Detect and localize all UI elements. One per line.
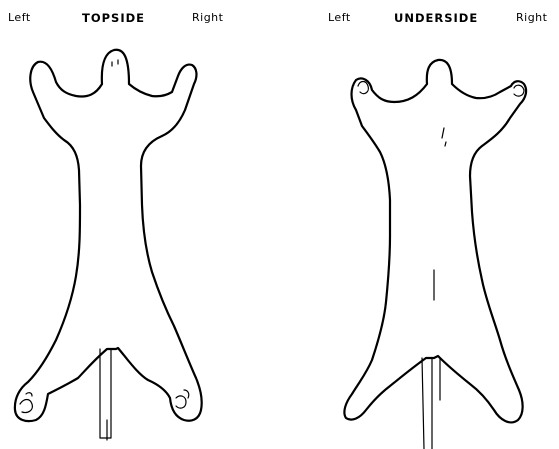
underside-chest-mark — [442, 128, 446, 146]
topside-left-paw — [20, 393, 32, 413]
underside-pelt — [344, 60, 526, 449]
topside-tail — [100, 349, 111, 438]
underside-body-outline — [344, 60, 526, 422]
topside-snout-mark — [112, 60, 118, 66]
underside-right-paw — [514, 85, 524, 96]
underside-tail — [422, 358, 440, 449]
topside-right-paw — [176, 390, 189, 408]
underside-left-paw — [358, 82, 368, 94]
topside-pelt — [15, 50, 202, 440]
topside-body-outline — [15, 50, 202, 421]
